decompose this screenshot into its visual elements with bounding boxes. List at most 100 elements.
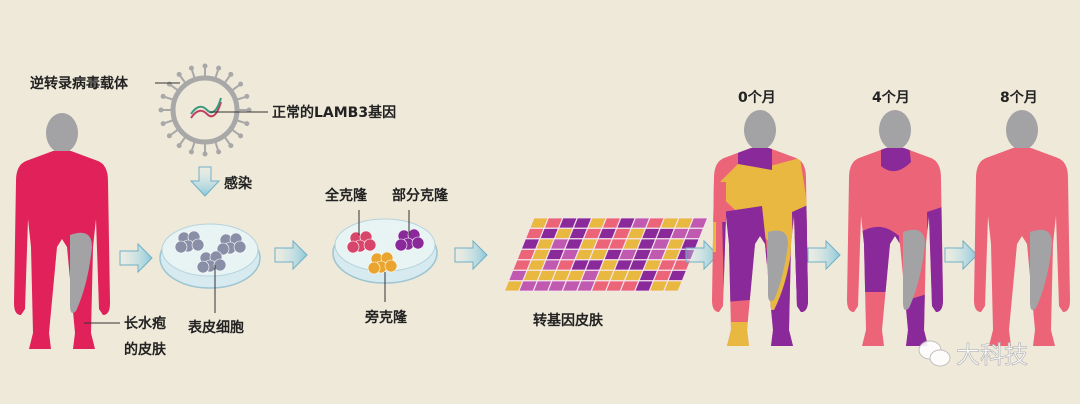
skin-cell [549,238,570,250]
skin-cell [641,228,661,239]
skin-cell [607,238,628,250]
patient-figure-blistered [14,113,110,349]
virus-spike-tip [238,133,244,139]
skin-cell [618,249,638,260]
skin-cell [605,280,625,292]
label-meroclone: 部分克隆 [392,187,449,204]
skin-cell [597,228,617,239]
skin-cell [574,249,594,260]
head [879,110,911,152]
virus-spike [214,69,219,78]
skin-cell [630,217,651,229]
skin-cell [568,228,588,239]
body [974,148,1070,346]
skin-cell [636,238,657,250]
virus-spike [164,119,173,124]
skin-cell [628,259,648,271]
label-blister-skin-1: 长水疱 [124,315,166,332]
cell [363,238,377,252]
virus-spike-tip [158,107,164,113]
skin-cell [535,238,555,250]
virus-spike-tip [188,149,194,155]
skin-cell [503,280,524,292]
virus-spike [179,136,186,145]
label-month-0: 0个月 [738,89,776,106]
skin-cell [684,228,704,239]
virus-spike [170,84,179,91]
virus-spike [214,142,219,151]
skin-cell [518,280,538,292]
skin-cell [595,270,615,281]
skin-cell [661,249,681,260]
skin-cell [570,259,590,271]
skin-cell [529,217,549,229]
patient-figure-8-months [974,110,1070,346]
virus-spike [224,75,231,84]
skin-cell [520,238,541,250]
paraclone-cluster [367,251,398,275]
label-holoclone: 全克隆 [324,187,368,204]
skin-cell [688,217,709,229]
skin-cell [665,238,686,250]
virus-spike-tip [228,143,234,149]
cell-cluster [216,232,247,256]
skin-cell [632,249,652,260]
skin-cell [566,270,586,281]
meroclone-cluster [394,228,425,252]
virus-spike-tip [166,133,172,139]
skin-cell [572,217,593,229]
label-retrovirus-vector: 逆转录病毒载体 [30,75,129,92]
skin-cell [619,280,640,292]
head [744,110,776,152]
label-epidermal-cells: 表皮细胞 [187,319,244,336]
petri-dish-clones [332,218,438,284]
retrovirus-icon [158,63,252,157]
skin-cell [525,228,545,239]
skin-cell [526,259,547,271]
virus-spike-tip [244,93,250,99]
skin-cell [583,228,603,239]
skin-cell [634,280,654,292]
skin-cell [612,228,632,239]
skin-cell [545,249,565,260]
skin-cell [522,270,542,281]
skin-cell [539,228,559,239]
virus-spike [231,129,240,136]
skin-cell [560,249,580,260]
virus-spike [170,129,179,136]
skin-cell [645,217,665,229]
process-arrow-icon [274,240,308,270]
skin-cell [516,249,536,260]
skin-cell [532,280,553,292]
virus-spike-tip [176,71,182,77]
cell [233,240,247,254]
skin-cell [558,217,578,229]
virus-spike-tip [160,93,166,99]
skin-cell [584,259,605,271]
skin-cell [547,280,567,292]
label-paraclone: 旁克隆 [364,309,408,326]
skin-cell [657,259,677,271]
virus-spike-tip [228,71,234,77]
label-normal-gene: 正常的LAMB3基因 [272,104,396,121]
virus-spike [231,84,240,91]
virus-spike-tip [244,121,250,127]
patient-figure-0-months [712,110,808,346]
skin-cell [578,238,599,250]
skin-cell [659,217,680,229]
skin-cell [590,280,611,292]
cell [216,242,230,256]
cell [191,238,205,252]
skin-cell [589,249,609,260]
virus-spike [224,136,231,145]
virus-spike [191,69,196,78]
cell [346,240,360,254]
head [46,113,78,155]
virus-spike-tip [202,151,208,157]
label-infection: 感染 [224,175,253,192]
infection-arrow-icon [189,166,221,197]
skin-cell [541,259,561,271]
process-arrow-icon [807,240,841,270]
virus-spike [191,142,196,151]
skin-cell [587,217,607,229]
